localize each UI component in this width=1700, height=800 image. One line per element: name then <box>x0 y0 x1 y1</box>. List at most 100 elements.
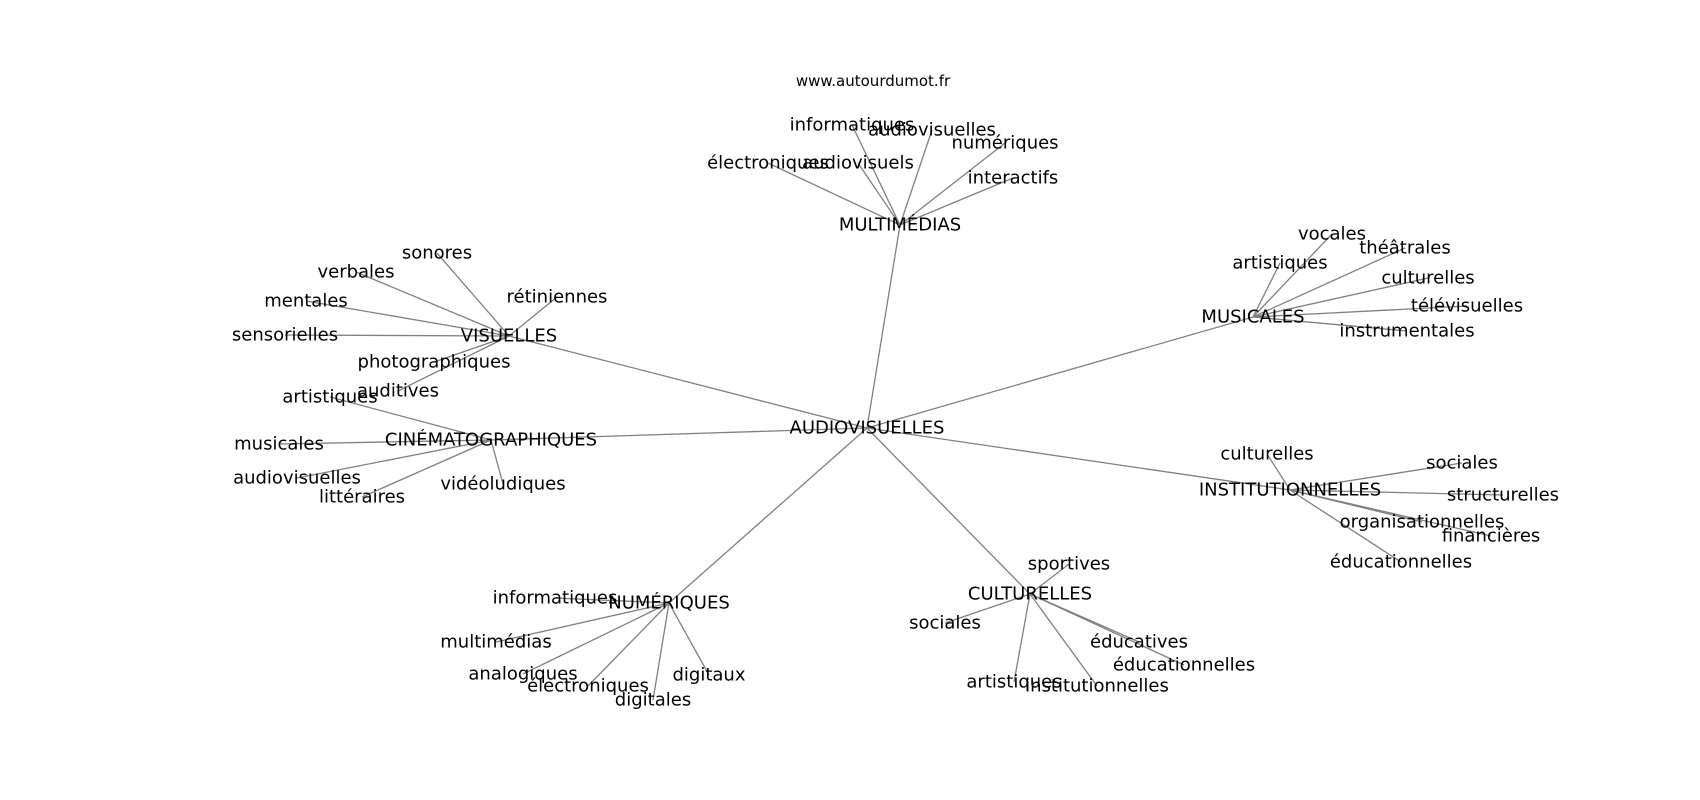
edge-center-cinematographiques <box>490 427 868 441</box>
node-visuelles-leaf: rétiniennes <box>507 287 608 308</box>
node-musicales-leaf: télévisuelles <box>1411 296 1523 317</box>
node-institutionnelles-leaf: sociales <box>1426 453 1498 474</box>
edge-numeriques-leaf-4 <box>652 602 670 701</box>
node-cinematographiques-leaf: vidéoludiques <box>440 474 565 495</box>
edge-multimedias-leaf-3 <box>767 162 901 226</box>
node-visuelles-leaf: mentales <box>264 291 348 312</box>
node-culturelles-leaf: éducatives <box>1090 632 1188 653</box>
edge-cinematographiques-leaf-1 <box>278 439 492 445</box>
edge-cinematographiques-leaf-2 <box>296 439 492 479</box>
edge-numeriques-leaf-0 <box>554 597 670 604</box>
edge-musicales-leaf-4 <box>1252 305 1468 318</box>
node-musicales-leaf: théâtrales <box>1359 238 1451 259</box>
node-visuelles-leaf: sonores <box>402 243 472 264</box>
node-institutionnelles: INSTITUTIONNELLES <box>1199 480 1381 501</box>
node-cinematographiques: CINÉMATOGRAPHIQUES <box>385 429 597 451</box>
edge-center-numeriques <box>668 427 868 604</box>
edge-musicales-leaf-3 <box>1252 277 1429 318</box>
edge-center-culturelles <box>866 427 1031 595</box>
edge-institutionnelles-leaf-1 <box>1289 462 1463 491</box>
edge-culturelles-leaf-4 <box>1013 593 1031 683</box>
edge-cinematographiques-leaf-4 <box>490 439 504 485</box>
edge-numeriques-leaf-3 <box>587 602 670 687</box>
edge-multimedias-leaf-2 <box>899 142 1006 226</box>
node-institutionnelles-leaf: financières <box>1442 526 1541 547</box>
edge-multimedias-leaf-0 <box>851 124 901 226</box>
node-numeriques-leaf: analogiques <box>468 664 577 685</box>
node-multimedias-leaf: numériques <box>951 133 1058 154</box>
node-culturelles-leaf: éducationnelles <box>1113 655 1255 676</box>
node-cinematographiques-leaf: artistiques <box>282 387 377 408</box>
edge-culturelles-leaf-1 <box>944 593 1031 624</box>
node-multimedias-leaf: électroniques <box>707 153 829 174</box>
node-numeriques-leaf: digitales <box>615 690 691 711</box>
edge-cinematographiques-leaf-3 <box>361 439 492 498</box>
node-multimedias-leaf: informatiques <box>790 115 915 136</box>
node-multimedias-leaf: audiovisuels <box>802 153 914 174</box>
node-cinematographiques-leaf: audiovisuelles <box>233 468 361 489</box>
node-culturelles: CULTURELLES <box>968 584 1092 605</box>
edge-institutionnelles-leaf-0 <box>1266 453 1291 491</box>
edge-institutionnelles-leaf-4 <box>1289 489 1492 537</box>
node-institutionnelles-leaf: structurelles <box>1447 485 1559 506</box>
node-numeriques-leaf: digitaux <box>672 665 745 686</box>
node-cinematographiques-leaf: musicales <box>234 434 324 455</box>
node-institutionnelles-leaf: organisationnelles <box>1340 512 1505 533</box>
edge-visuelles-leaf-6 <box>397 335 510 392</box>
edge-musicales-leaf-0 <box>1252 233 1333 318</box>
edge-musicales-leaf-1 <box>1252 247 1406 318</box>
node-culturelles-leaf: institutionnelles <box>1025 676 1169 697</box>
graph-edges <box>278 124 1504 701</box>
node-cinematographiques-leaf: littéraires <box>319 487 405 508</box>
node-multimedias: MULTIMÉDIAS <box>839 214 961 236</box>
edge-numeriques-leaf-1 <box>495 602 670 643</box>
node-numeriques: NUMÉRIQUES <box>608 592 730 614</box>
edge-multimedias-leaf-1 <box>899 129 933 226</box>
node-multimedias-leaf: audiovisuelles <box>868 120 996 141</box>
node-visuelles-leaf: auditives <box>357 381 439 402</box>
edge-culturelles-leaf-0 <box>1029 563 1070 595</box>
edge-multimedias-leaf-4 <box>857 162 901 226</box>
edge-center-musicales <box>866 316 1254 429</box>
edge-cinematographiques-leaf-0 <box>329 396 492 441</box>
source-credit: www.autourdumot.fr <box>795 72 951 90</box>
edge-musicales-leaf-2 <box>1252 262 1281 318</box>
graph-labels: AUDIOVISUELLESMULTIMÉDIASinformatiquesau… <box>232 115 1559 711</box>
edge-multimedias-leaf-5 <box>899 177 1014 226</box>
edge-numeriques-leaf-5 <box>668 602 710 676</box>
node-culturelles-leaf: artistiques <box>966 672 1061 693</box>
node-musicales-leaf: vocales <box>1298 224 1366 245</box>
node-culturelles-leaf: sportives <box>1028 554 1110 575</box>
edge-institutionnelles-leaf-5 <box>1289 489 1402 563</box>
edge-culturelles-leaf-5 <box>1029 593 1098 687</box>
node-musicales: MUSICALES <box>1201 307 1304 328</box>
node-numeriques-leaf: informatiques <box>493 588 618 609</box>
edge-visuelles-leaf-5 <box>433 335 510 363</box>
edge-visuelles-leaf-4 <box>284 334 510 337</box>
edge-numeriques-leaf-2 <box>522 602 670 675</box>
node-visuelles-leaf: sensorielles <box>232 325 338 346</box>
node-visuelles: VISUELLES <box>461 326 557 347</box>
node-numeriques-leaf: multimédias <box>440 632 551 653</box>
node-numeriques-leaf: électroniques <box>527 676 649 697</box>
node-visuelles-leaf: verbales <box>317 262 394 283</box>
node-culturelles-leaf: sociales <box>909 613 981 634</box>
node-multimedias-leaf: interactifs <box>968 168 1059 189</box>
edge-culturelles-leaf-3 <box>1029 593 1185 666</box>
node-center: AUDIOVISUELLES <box>790 418 945 439</box>
edge-visuelles-leaf-3 <box>305 300 510 337</box>
node-institutionnelles-leaf: éducationnelles <box>1330 552 1472 573</box>
edge-center-visuelles <box>508 335 868 429</box>
edge-institutionnelles-leaf-2 <box>1289 489 1504 496</box>
node-institutionnelles-leaf: culturelles <box>1220 444 1313 465</box>
edge-visuelles-leaf-0 <box>436 252 510 337</box>
node-visuelles-leaf: photographiques <box>358 352 511 373</box>
edge-center-multimedias <box>866 224 901 429</box>
node-musicales-leaf: artistiques <box>1232 253 1327 274</box>
edge-visuelles-leaf-2 <box>508 296 558 337</box>
edge-musicales-leaf-5 <box>1252 316 1408 332</box>
edge-visuelles-leaf-1 <box>355 271 510 337</box>
node-musicales-leaf: culturelles <box>1381 268 1474 289</box>
node-musicales-leaf: instrumentales <box>1339 321 1474 342</box>
